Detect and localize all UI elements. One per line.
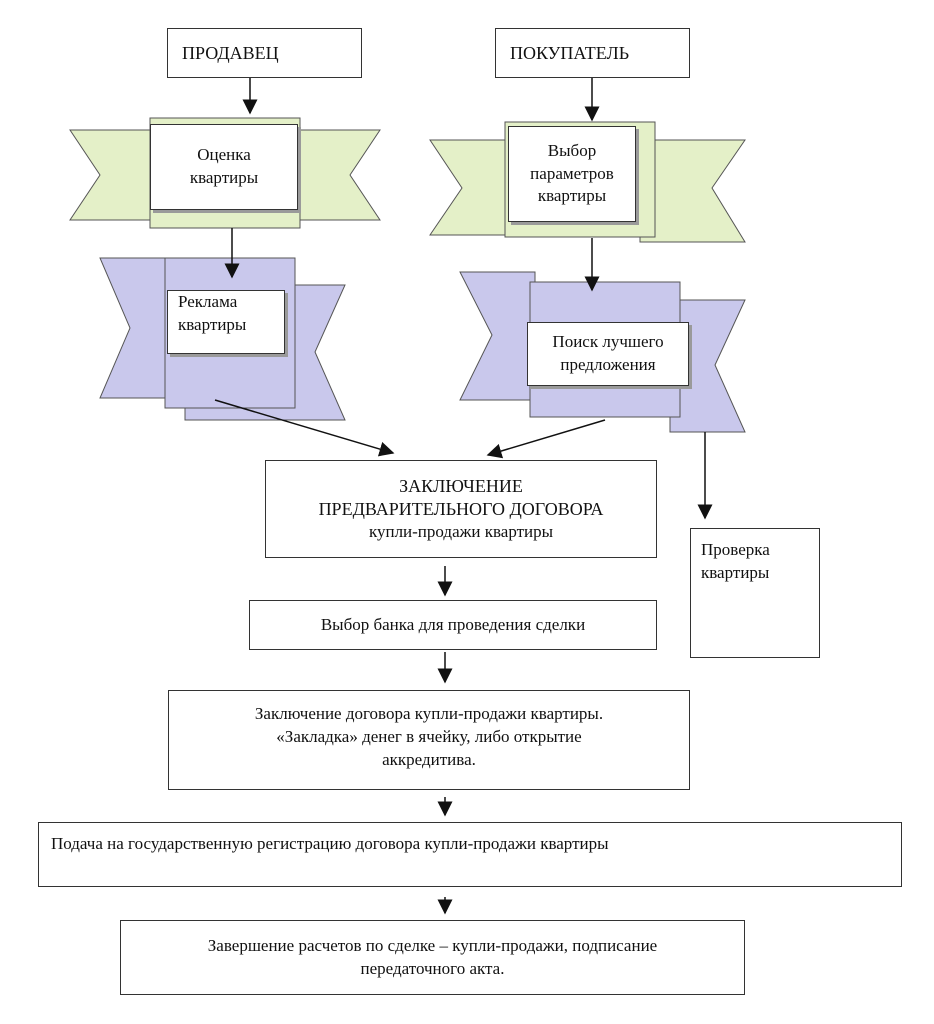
buyer-search-line: Поиск лучшего [552, 332, 664, 352]
contract-line: аккредитива. [382, 749, 476, 769]
buyer-parameters-line: квартиры [537, 186, 607, 206]
completion-line: Завершение расчетов по сделке – купли-пр… [207, 935, 658, 955]
contract-line: Заключение договора купли-продажи кварти… [254, 704, 604, 723]
registration-label: Подача на государственную регистрацию до… [51, 834, 609, 853]
registration-box: Подача на государственную регистрацию до… [38, 822, 902, 887]
bank-choice-label: Выбор банка для проведения сделки [320, 614, 586, 634]
seller-advertising-line: Реклама [178, 292, 238, 311]
buyer-search-box: Поиск лучшего предложения [527, 322, 689, 386]
seller-advertising-box: Реклама квартиры [167, 290, 285, 354]
seller-advertising-line: квартиры [178, 314, 247, 334]
buyer-label: ПОКУПАТЕЛЬ [510, 42, 630, 63]
buyer-parameters-line: параметров [530, 163, 614, 183]
seller-label: ПРОДАВЕЦ [182, 42, 279, 63]
bank-choice-box: Выбор банка для проведения сделки [249, 600, 657, 650]
inspection-box: Проверка квартиры [690, 528, 820, 658]
seller-evaluation-box: Оценка квартиры [150, 124, 298, 210]
preliminary-contract-line: ПРЕДВАРИТЕЛЬНОГО ДОГОВОРА [318, 498, 604, 519]
completion-line: передаточного акта. [360, 958, 505, 978]
preliminary-contract-line: ЗАКЛЮЧЕНИЕ [399, 475, 523, 496]
inspection-line: Проверка [701, 540, 770, 559]
seller-evaluation-line: квартиры [189, 168, 259, 187]
buyer-search-line: предложения [560, 355, 656, 374]
buyer-parameters-line: Выбор [547, 140, 597, 160]
preliminary-contract-box: ЗАКЛЮЧЕНИЕ ПРЕДВАРИТЕЛЬНОГО ДОГОВОРА куп… [265, 460, 657, 558]
seller-box: ПРОДАВЕЦ [167, 28, 362, 78]
contract-box: Заключение договора купли-продажи кварти… [168, 690, 690, 790]
buyer-parameters-box: Выбор параметров квартиры [508, 126, 636, 222]
seller-evaluation-line: Оценка [197, 145, 251, 165]
contract-line: «Закладка» денег в ячейку, либо открытие [276, 726, 582, 746]
inspection-line: квартиры [701, 562, 770, 582]
flow-arrows [214, 78, 713, 915]
buyer-box: ПОКУПАТЕЛЬ [495, 28, 690, 78]
preliminary-contract-subtitle: купли-продажи квартиры [368, 522, 554, 542]
completion-box: Завершение расчетов по сделке – купли-пр… [120, 920, 745, 995]
